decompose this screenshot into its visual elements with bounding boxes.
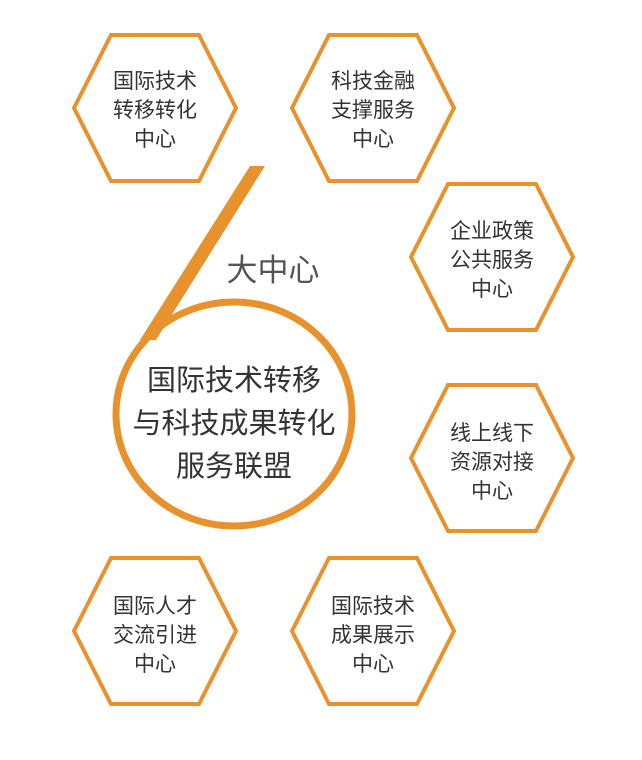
center-title-line-1: 国际技术转移 [147, 363, 321, 397]
hex-line-1: 企业政策 [450, 219, 534, 243]
hex-line-1: 国际人才 [113, 594, 197, 618]
hex-line-3: 中心 [134, 652, 176, 676]
hex-center-talent: 国际人才 交流引进 中心 [71, 556, 239, 706]
hex-line-2: 成果展示 [331, 623, 415, 647]
center-title-line-2: 与科技成果转化 [132, 406, 335, 440]
center-title: 国际技术转移 与科技成果转化 服务联盟 [132, 363, 335, 483]
hex-line-3: 中心 [471, 479, 513, 503]
hexagon-frame [408, 182, 576, 332]
hexagon-frame [289, 556, 457, 706]
center-subtitle: 大中心 [227, 253, 320, 289]
hex-line-2: 转移转化 [113, 98, 197, 122]
hex-center-policy: 企业政策 公共服务 中心 [408, 182, 576, 332]
hex-line-2: 公共服务 [450, 248, 534, 272]
six-stem [140, 166, 265, 340]
hex-line-1: 科技金融 [331, 69, 415, 93]
hex-line-2: 交流引进 [113, 623, 197, 647]
hex-center-resources: 线上线下 资源对接 中心 [408, 383, 576, 533]
hex-line-2: 支撑服务 [331, 98, 415, 122]
hex-line-3: 中心 [352, 652, 394, 676]
hex-line-3: 中心 [134, 127, 176, 151]
hex-line-3: 中心 [352, 127, 394, 151]
hex-center-finance: 科技金融 支撑服务 中心 [289, 33, 457, 183]
hex-line-1: 线上线下 [450, 421, 534, 445]
hexagon-frame [71, 33, 239, 183]
hex-line-3: 中心 [471, 277, 513, 301]
hex-center-exhibition: 国际技术 成果展示 中心 [289, 556, 457, 706]
hexagon-frame [71, 556, 239, 706]
hex-line-1: 国际技术 [113, 69, 197, 93]
six-figure [112, 166, 356, 530]
hex-line-2: 资源对接 [450, 450, 534, 474]
hexagon-frame [289, 33, 457, 183]
hex-center-tech-transfer: 国际技术 转移转化 中心 [71, 33, 239, 183]
hexagon-frame [408, 383, 576, 533]
six-loop [112, 298, 356, 530]
center-title-line-3: 服务联盟 [176, 449, 292, 483]
hex-line-1: 国际技术 [331, 594, 415, 618]
